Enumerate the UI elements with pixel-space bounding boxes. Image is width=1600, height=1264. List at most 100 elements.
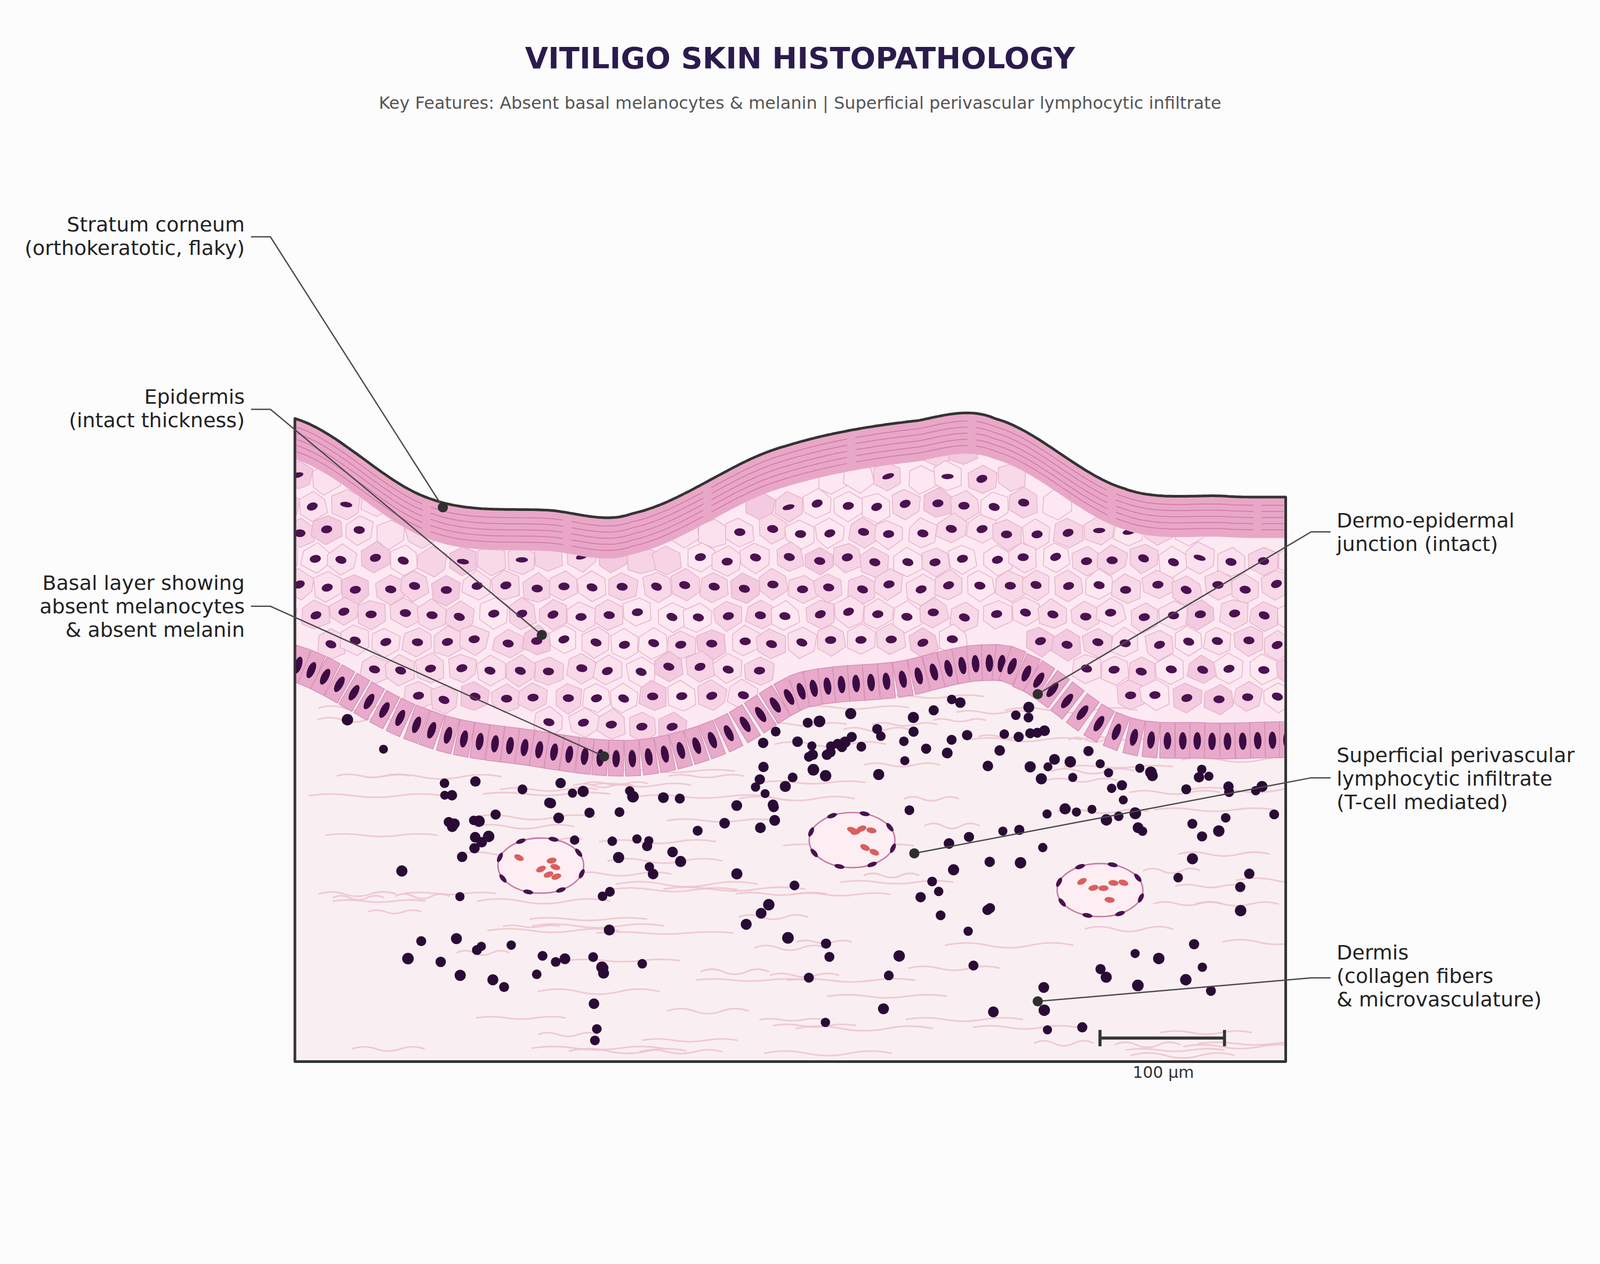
keratinocyte-nucleus [1029,579,1043,590]
basal-cell-body [1175,722,1191,759]
basal-cell-nucleus [489,734,500,753]
lymphocyte [1100,971,1112,983]
lymphocyte [455,891,465,902]
keratin-lamella [1261,528,1284,530]
collagen-fiber [905,1017,1024,1021]
scale-label: 100 µm [1129,1062,1197,1082]
collagen-fiber [474,824,575,829]
collagen-fiber [367,909,422,914]
keratinocyte-nucleus [916,637,930,648]
basal-cell [847,664,865,702]
keratinocyte [1142,569,1174,599]
keratinocyte-nucleus [305,500,319,512]
keratinocyte-nucleus [515,557,528,563]
keratinocyte-nucleus [600,665,614,677]
lymphocyte [878,1002,890,1015]
keratinocyte-nucleus [855,635,867,644]
keratinocyte [1012,597,1040,626]
lymphocyte [893,950,905,962]
keratinocyte-nucleus [1211,636,1224,646]
keratinocyte-nucleus [1195,664,1210,675]
lymphocyte [632,833,642,844]
keratinocyte-nucleus [1269,578,1284,590]
lymphocyte [1173,872,1184,883]
leader-line [251,236,444,508]
keratinocyte-nucleus [487,608,500,618]
keratinocyte [285,518,315,548]
diagram-title: VITILIGO SKIN HISTOPATHOLOGY [0,40,1600,76]
lymphocyte [987,1006,999,1017]
endothelial-nucleus [548,835,559,843]
red-blood-cell [868,847,881,857]
lymphocyte [872,724,883,735]
keratinocyte [1175,625,1202,657]
keratinocyte-nucleus [941,473,954,479]
basal-cell-nucleus [504,736,515,755]
keratinocyte [1008,542,1037,573]
keratinocyte [1139,679,1169,711]
basal-cell-nucleus [644,747,654,766]
keratinocyte [759,568,789,601]
keratinocyte-nucleus [927,608,939,617]
basal-cell [1249,721,1266,759]
stratum-corneum-band [294,412,1286,559]
keratinocyte-nucleus [987,501,1001,512]
keratinocyte [1130,544,1159,574]
basal-cell-nucleus [580,746,590,766]
lymphocyte [934,886,944,897]
endothelial-nucleus [1107,861,1119,868]
keratin-lamella [1115,511,1254,524]
leader-line [1037,977,1331,1002]
keratinocyte-nucleus [868,557,882,568]
keratinocyte [995,570,1025,602]
lymphocyte [456,851,468,863]
lymphocyte [416,935,427,946]
basal-cell-nucleus [674,741,687,760]
lymphocyte [614,807,625,817]
lymphocyte [569,834,580,845]
collagen-fiber [1084,926,1173,932]
basal-cell-nucleus [913,666,925,686]
lymphocyte [555,777,567,789]
callout-label: Epidermis (intact thickness) [68,384,245,432]
keratinocyte-nucleus [483,665,497,676]
lymphocyte [803,972,815,983]
lymphocyte [1234,904,1246,916]
lymphocyte [692,825,703,836]
keratinocyte [1096,597,1127,627]
keratinocyte-nucleus [1193,553,1207,562]
collagen-fiber [827,994,948,998]
lymphocyte [928,704,939,715]
keratinocyte-nucleus [290,470,304,479]
collagen-fiber [1160,1030,1252,1034]
basal-cell-nucleus [897,669,909,689]
endothelial-nucleus [1057,896,1068,908]
basal-cell [1234,722,1251,759]
keratinocyte-nucleus [424,663,437,673]
keratin-lamella [711,451,848,500]
keratinocyte [523,572,552,602]
basal-cell-body [1189,721,1205,758]
lymphocyte [590,1035,600,1045]
collagen-fiber [944,942,1074,948]
lymphocyte [470,776,481,787]
lymphocyte [1197,962,1208,972]
collagen-fiber [477,898,611,904]
lymphocyte [1269,809,1280,819]
leader-dot [536,629,548,640]
basal-cell-nucleus [1044,680,1061,699]
lymphocyte [396,865,408,877]
basal-cell-nucleus [942,658,954,678]
keratinocyte-nucleus [602,610,615,620]
basal-cell-nucleus [1005,656,1019,675]
keratinocyte [1289,627,1320,658]
keratinocyte-nucleus [975,523,989,534]
scale-bar-tick [1223,1029,1227,1047]
keratinocyte-nucleus [279,552,292,562]
lymphocyte [1131,979,1144,992]
keratinocyte-nucleus [882,529,895,538]
basal-cell-nucleus [1146,730,1156,750]
lymphocyte [1106,783,1117,793]
leader-dot [598,751,609,762]
basal-cell [862,663,880,701]
